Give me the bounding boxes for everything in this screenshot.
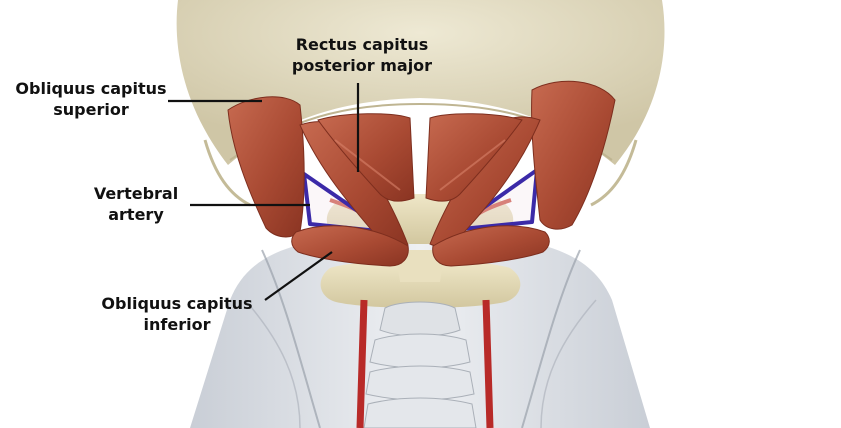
label-vertebral-artery: Vertebral artery [84,183,188,225]
label-line: inferior [143,315,211,334]
vertebral-artery [329,198,512,428]
label-rectus-capitus-posterior-major: Rectus capitus posterior major [282,34,442,76]
obliquus-capitus-inferior-muscle [291,225,550,267]
label-line: posterior major [291,56,433,75]
label-line: Rectus capitus [295,35,429,54]
leader-line-obliquus-inferior [264,251,333,301]
label-obliquus-capitus-superior: Obliquus capitus superior [8,78,174,120]
label-line: superior [53,100,129,119]
obliquus-capitus-superior-muscle [227,80,616,238]
label-obliquus-capitus-inferior: Obliquus capitus inferior [94,293,260,335]
label-line: Obliquus capitus [15,79,167,98]
leader-lines [168,83,360,301]
label-line: Vertebral [93,184,179,203]
label-line: artery [108,205,164,224]
label-line: Obliquus capitus [101,294,253,313]
rectus-capitus-posterior-minor-muscle [317,113,523,202]
